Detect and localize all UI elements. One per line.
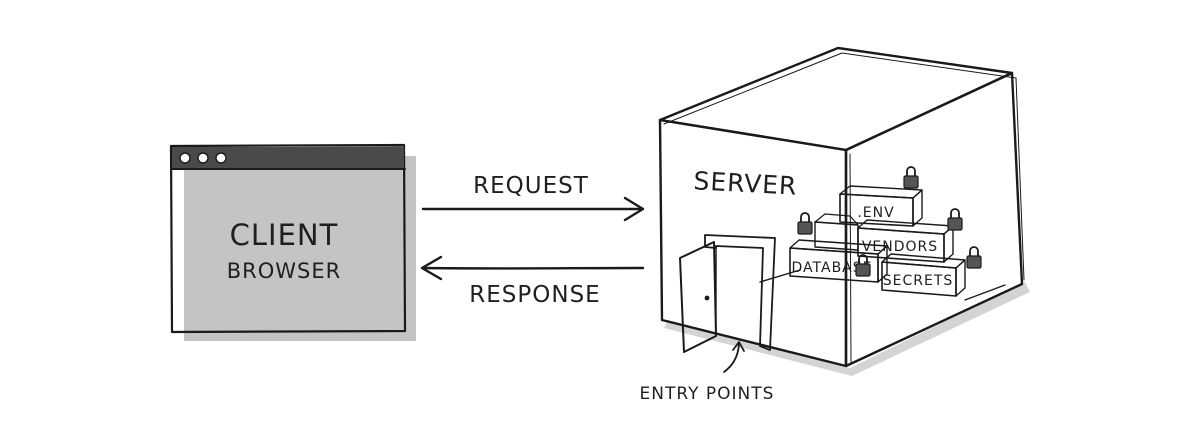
padlock-icon	[947, 208, 963, 231]
secret-boxes: .ENV VENDORS DATABASE	[789, 166, 982, 297]
server-right-face	[844, 71, 1024, 368]
window-dot-icon	[215, 152, 227, 164]
response-label: RESPONSE	[469, 282, 600, 308]
browser-title-bar	[172, 147, 404, 169]
server-top-face	[658, 46, 1014, 152]
server-label: SERVER	[693, 166, 798, 200]
env-box: .ENV	[839, 185, 923, 227]
secrets-box-label: SECRETS	[883, 273, 954, 289]
server-cube: SERVER .ENV VENDORS	[658, 46, 1030, 376]
request-arrow: REQUEST	[421, 173, 645, 222]
padlock-icon	[966, 246, 982, 269]
entry-points-callout: ENTRY POINTS	[640, 341, 775, 404]
response-arrow: RESPONSE	[420, 255, 645, 308]
window-dot-icon	[197, 152, 209, 164]
door-knob-icon	[704, 295, 710, 301]
padlock-icon	[797, 212, 813, 235]
door-leaf	[679, 241, 717, 353]
browser-shadow	[184, 156, 416, 341]
door-frame	[704, 234, 776, 351]
secrets-box: SECRETS	[881, 253, 966, 297]
window-dot-icon	[179, 152, 191, 164]
entry-points-label: ENTRY POINTS	[640, 384, 775, 404]
database-box-label: DATABASE	[792, 260, 873, 276]
client-title: CLIENT	[230, 218, 339, 252]
client-subtitle: BROWSER	[227, 259, 341, 283]
browser-frame	[169, 143, 407, 334]
vendors-box-label: VENDORS	[862, 239, 938, 255]
entry-door	[679, 234, 776, 353]
client-browser-window: CLIENT BROWSER	[169, 143, 416, 341]
padlock-icon	[903, 166, 919, 189]
env-box-label: .ENV	[857, 205, 894, 221]
request-label: REQUEST	[473, 173, 589, 199]
padlock-icon	[855, 254, 871, 277]
database-box: DATABASE	[789, 239, 888, 283]
